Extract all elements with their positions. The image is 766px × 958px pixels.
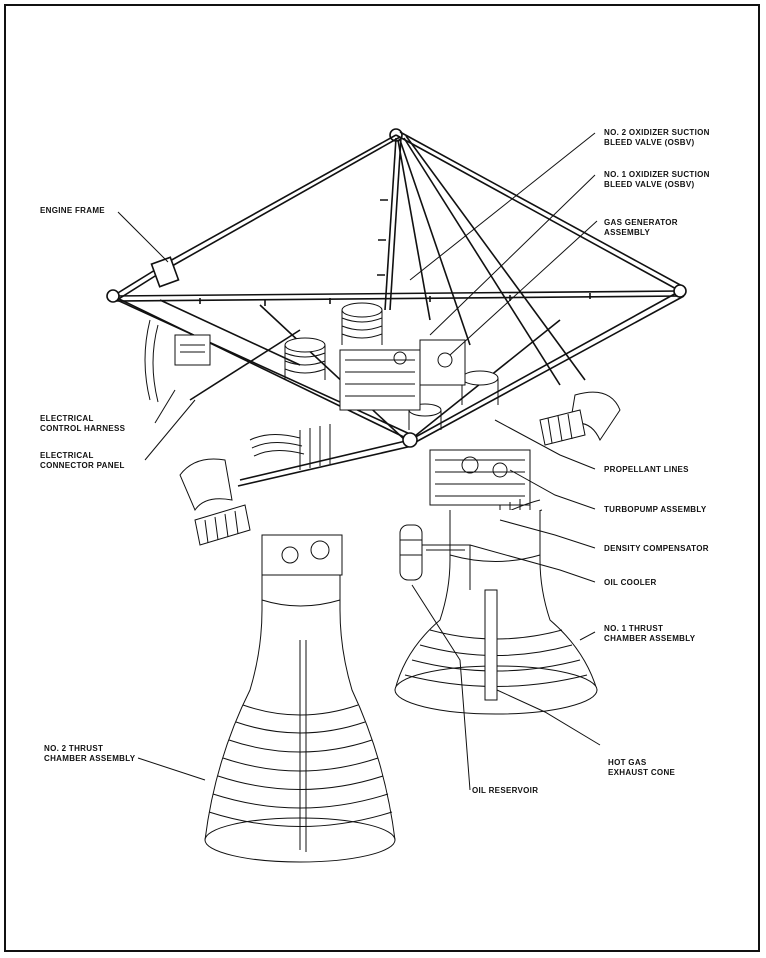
label-oil-reservoir: OIL RESERVOIR	[472, 786, 539, 795]
label-turbopump-assembly: TURBOPUMP ASSEMBLY	[604, 505, 707, 514]
label-oil-cooler: OIL COOLER	[604, 578, 657, 587]
turbopump-cluster	[144, 302, 621, 546]
label-propellant-lines: PROPELLANT LINES	[604, 465, 689, 474]
engine-frame-truss	[106, 128, 687, 487]
thrust-chamber-2	[204, 534, 396, 863]
label-density-compensator: DENSITY COMPENSATOR	[604, 544, 709, 553]
label-engine-frame: ENGINE FRAME	[40, 206, 105, 215]
thrust-chamber-1	[394, 510, 598, 715]
leader-lines	[117, 132, 601, 791]
